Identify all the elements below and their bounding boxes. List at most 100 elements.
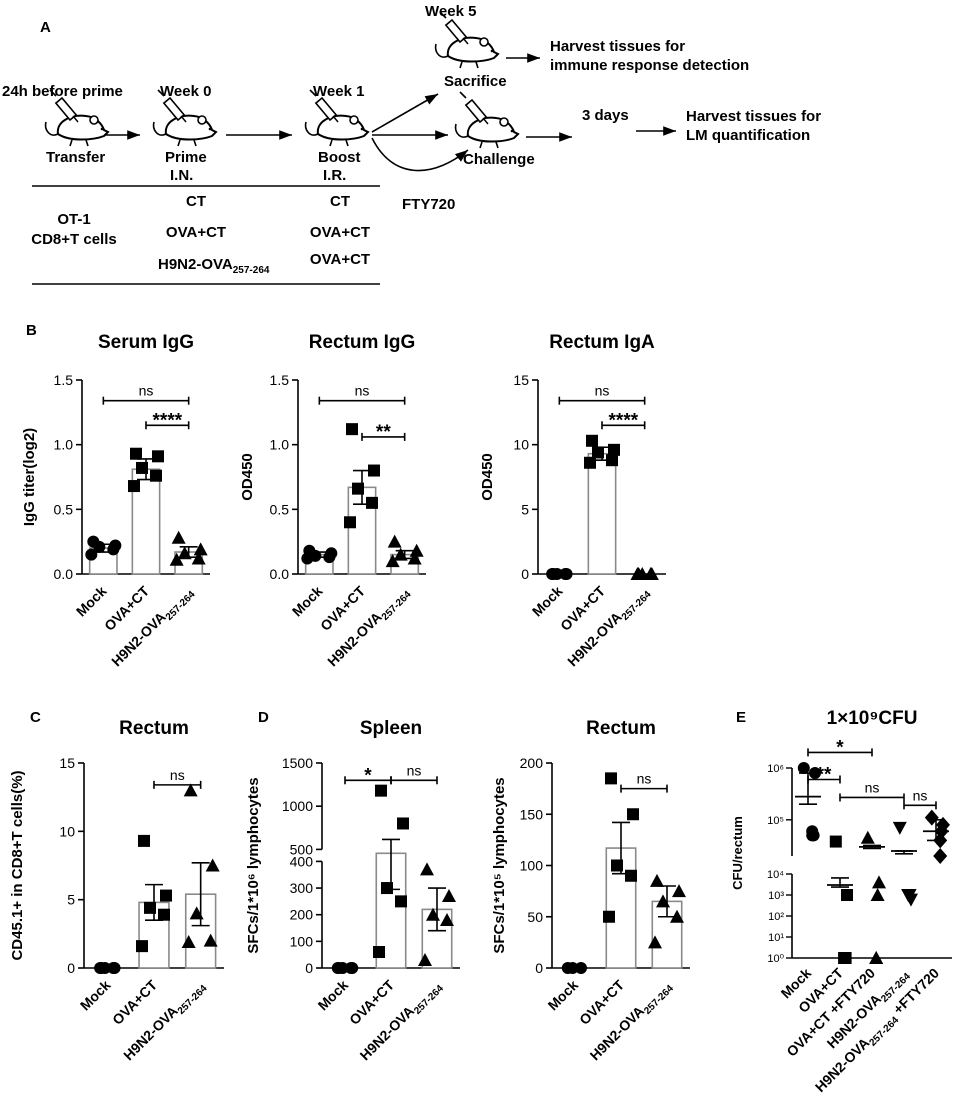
rectum-sfc-point-2-3 [672, 884, 686, 898]
rectum-sfc-point-1-4 [605, 772, 617, 785]
rectum-iga-sig-label-1: **** [609, 410, 639, 431]
cfu-point-2-1 [872, 875, 886, 889]
rectum-cd45-point-1-1 [158, 908, 170, 921]
rectum-cd45-ylabel: CD45.1+ in CD8+T cells(%) [9, 770, 26, 960]
rectum-cd45-category-label-0: Mock [77, 977, 114, 1014]
rectum-igg-title: Rectum IgG [309, 332, 416, 353]
rectum-igg-ylabel: OD450 [239, 453, 256, 501]
chart-spleen-sfc: 010020030040050010001500SpleenSFCs/1*10⁶… [245, 718, 460, 1063]
serum-igg-point-2-4 [171, 530, 186, 544]
cfu-point-0-1 [809, 767, 821, 780]
rectum-igg-point-2-0 [385, 554, 400, 568]
transfer-cells-line1: OT-1 [57, 211, 90, 228]
label-3days: 3 days [582, 107, 629, 124]
rectum-cd45-sig-label-0: ns [170, 767, 185, 783]
cfu-point-4-3 [933, 832, 948, 849]
cfu-ytick-label-6: 10⁶ [767, 763, 784, 775]
rectum-igg-point-2-1 [407, 551, 422, 565]
spleen-sfc-ytick-label-4: 400 [290, 853, 314, 869]
rectum-cd45-ytick-label-0: 0 [67, 960, 75, 976]
rectum-iga-point-1-1 [606, 454, 618, 467]
serum-igg-category-label-0: Mock [73, 583, 110, 620]
cfu-point-2-4 [869, 951, 884, 964]
rectum-sfc-point-1-3 [627, 808, 639, 821]
boost-group-1: CT [330, 193, 350, 210]
boost-group-3: OVA+CT [310, 251, 370, 268]
cfu-point-3-4 [901, 889, 916, 902]
rectum-cd45-category-label-2: H9N2-OVA257-264 [120, 977, 210, 1067]
arrow-fty720 [371, 137, 469, 172]
chart-cfu-rectum: 10⁰10¹10²10³10⁴10⁵10⁶1×10⁹CFUCFU/rectum*… [730, 708, 952, 1095]
label-week5: Week 5 [425, 3, 476, 20]
transfer-cells-line2: CD8+T cells [31, 231, 116, 248]
serum-igg-point-1-0 [128, 480, 140, 493]
spleen-sfc-point-2-3 [442, 889, 456, 903]
label-challenge: Challenge [463, 151, 535, 168]
cfu-point-1-0 [829, 835, 842, 848]
label-fty720: FTY720 [402, 196, 455, 213]
rectum-iga-ytick-label-2: 10 [513, 437, 529, 453]
serum-igg-point-2-1 [191, 551, 206, 565]
rectum-sfc-category-label-2: H9N2-OVA257-264 [587, 977, 677, 1067]
mouse-challenge-icon [454, 91, 519, 149]
spleen-sfc-ytick-label-2: 200 [290, 907, 314, 923]
serum-igg-point-1-4 [130, 447, 142, 460]
rectum-sfc-ytick-label-4: 200 [520, 755, 544, 771]
rectum-igg-point-2-3 [409, 543, 424, 557]
rectum-igg-point-1-0 [344, 516, 356, 529]
rectum-igg-point-0-3 [325, 547, 338, 560]
cfu-point-2-2 [870, 888, 885, 901]
rectum-iga-title: Rectum IgA [549, 332, 655, 353]
serum-igg-ytick-label-3: 1.5 [54, 372, 74, 388]
harvest1-line2: immune response detection [550, 57, 749, 74]
spleen-sfc-ytick-label-5: 500 [290, 841, 314, 857]
rectum-sfc-point-1-2 [611, 859, 623, 872]
rectum-sfc-point-1-1 [625, 869, 637, 882]
rectum-cd45-ytick-label-1: 5 [67, 892, 75, 908]
rectum-sfc-point-0-1 [575, 962, 587, 974]
rectum-iga-ylabel: OD450 [479, 453, 496, 501]
spleen-sfc-point-0-3 [346, 962, 359, 974]
serum-igg-ytick-label-1: 0.5 [54, 501, 74, 517]
cfu-ytick-label-3: 10³ [768, 890, 784, 902]
spleen-sfc-point-2-2 [426, 907, 440, 921]
rectum-iga-sig-label-0: ns [595, 383, 610, 399]
cfu-ytick-label-1: 10¹ [768, 932, 784, 944]
rectum-iga-point-1-2 [592, 446, 604, 459]
cfu-point-0-0 [797, 762, 810, 774]
rectum-igg-point-1-4 [346, 423, 358, 436]
serum-igg-title: Serum IgG [98, 332, 194, 353]
serum-igg-ytick-label-0: 0.0 [54, 566, 74, 582]
harvest2-line1: Harvest tissues for [686, 108, 821, 125]
rectum-sfc-ytick-label-1: 50 [527, 909, 543, 925]
spleen-sfc-ytick-label-7: 1500 [282, 755, 313, 771]
rectum-cd45-point-2-3 [205, 858, 220, 872]
spleen-sfc-point-2-4 [420, 862, 434, 876]
spleen-sfc-ytick-label-6: 1000 [282, 798, 313, 814]
serum-igg-ytick-label-2: 1.0 [54, 437, 74, 453]
rectum-iga-ytick-label-1: 5 [521, 501, 529, 517]
rectum-sfc-point-1-0 [603, 910, 615, 923]
spleen-sfc-sig-label-0: * [364, 765, 372, 786]
serum-igg-ylabel: IgG titer(log2) [21, 428, 38, 526]
rectum-igg-point-1-3 [368, 464, 380, 477]
rectum-cd45-ytick-label-2: 10 [59, 823, 75, 839]
label-boost: Boost [318, 149, 361, 166]
rectum-cd45-point-2-0 [181, 935, 196, 949]
serum-igg-category-label-2: H9N2-OVA257-264 [108, 583, 198, 673]
cfu-point-4-1 [936, 816, 950, 833]
mouse-sacrifice-icon [434, 11, 499, 69]
rectum-iga-ytick-label-0: 0 [521, 566, 529, 582]
cfu-ytick-label-2: 10² [768, 911, 784, 923]
rectum-iga-point-2-3 [644, 567, 659, 580]
rectum-sfc-ytick-label-0: 0 [535, 960, 543, 976]
rectum-cd45-point-1-4 [138, 834, 150, 847]
serum-igg-point-1-2 [136, 461, 148, 474]
cfu-point-2-0 [860, 830, 875, 844]
serum-igg-sig-label-1: **** [153, 410, 183, 431]
label-boost-route: I.R. [323, 167, 346, 184]
serum-igg-point-1-3 [152, 450, 164, 463]
cfu-point-1-1 [841, 889, 853, 901]
